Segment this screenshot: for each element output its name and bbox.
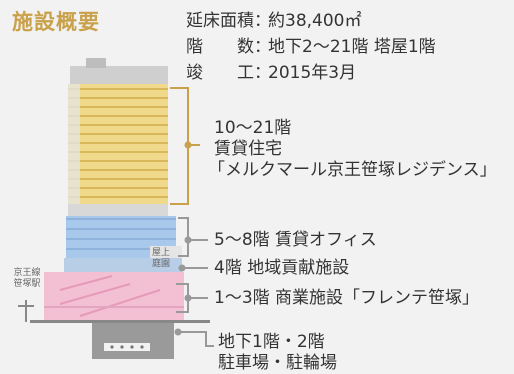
spec-floor-area: 延床面積：約38,400㎡	[186, 8, 436, 34]
rooftop-garden-block	[150, 246, 182, 258]
residential-floors	[68, 84, 168, 204]
rooftop-garden-label: 屋上 庭園	[152, 248, 170, 270]
spec-value: 約38,400㎡	[268, 11, 362, 31]
parking-dot	[120, 345, 124, 349]
spec-label: 竣 工：	[186, 63, 271, 83]
station-label: 京王線 笹塚駅	[10, 268, 44, 290]
spec-value: 地下2〜21階 塔屋1階	[268, 37, 436, 57]
roof-crown	[70, 66, 168, 84]
escalator-lines	[59, 275, 161, 317]
marker-residential	[184, 141, 192, 149]
marker-office	[184, 236, 192, 244]
callout-office: 5〜8階 賃貸オフィス	[214, 230, 377, 250]
spec-label: 延床面積：	[186, 11, 271, 31]
marker-commercial	[184, 294, 192, 302]
spec-label: 階 数：	[186, 37, 271, 57]
callout-residential-floors: 10〜21階	[214, 118, 292, 138]
station-label-line2: 笹塚駅	[13, 279, 41, 289]
community-floor	[64, 258, 182, 272]
core-column	[68, 84, 80, 204]
marker-basement	[174, 328, 182, 336]
floor-line	[44, 306, 184, 308]
leader-basement	[178, 331, 214, 347]
callout-residential: 10〜21階 賃貸住宅 「メルクマール京王笹塚レジデンス」	[208, 118, 497, 181]
callout-basement: 地下1階・2階 駐車場・駐輪場	[218, 332, 337, 374]
callout-residential-use: 賃貸住宅	[214, 139, 282, 159]
parking-dot	[130, 345, 134, 349]
callout-basement-use: 駐車場・駐輪場	[218, 353, 337, 373]
basement-block	[92, 323, 174, 359]
building-specs: 延床面積：約38,400㎡ 階 数：地下2〜21階 塔屋1階 竣 工：2015年…	[186, 8, 436, 86]
callout-residential-name: 「メルクマール京王笹塚レジデンス」	[208, 160, 497, 180]
station-label-line1: 京王線	[13, 268, 41, 278]
rooftop-label-line1: 屋上	[152, 248, 171, 258]
spec-completion: 竣 工：2015年3月	[186, 60, 436, 86]
rooftop-label-line2: 庭園	[152, 259, 171, 269]
callout-community: 4階 地域貢献施設	[214, 258, 350, 278]
commercial-floors	[44, 272, 184, 320]
marker-community	[178, 264, 186, 272]
penthouse	[86, 58, 106, 68]
parking-dot	[140, 345, 144, 349]
callout-basement-floors: 地下1階・2階	[218, 332, 325, 352]
transfer-floor	[68, 204, 168, 216]
section-title: 施設概要	[12, 10, 100, 34]
parking-dot	[110, 345, 114, 349]
ground-line	[30, 320, 210, 323]
parking-symbol	[104, 343, 150, 351]
callout-commercial: 1〜3階 商業施設「フレンテ笹塚」	[214, 288, 480, 308]
spec-value: 2015年3月	[268, 63, 357, 83]
spec-floors: 階 数：地下2〜21階 塔屋1階	[186, 34, 436, 60]
